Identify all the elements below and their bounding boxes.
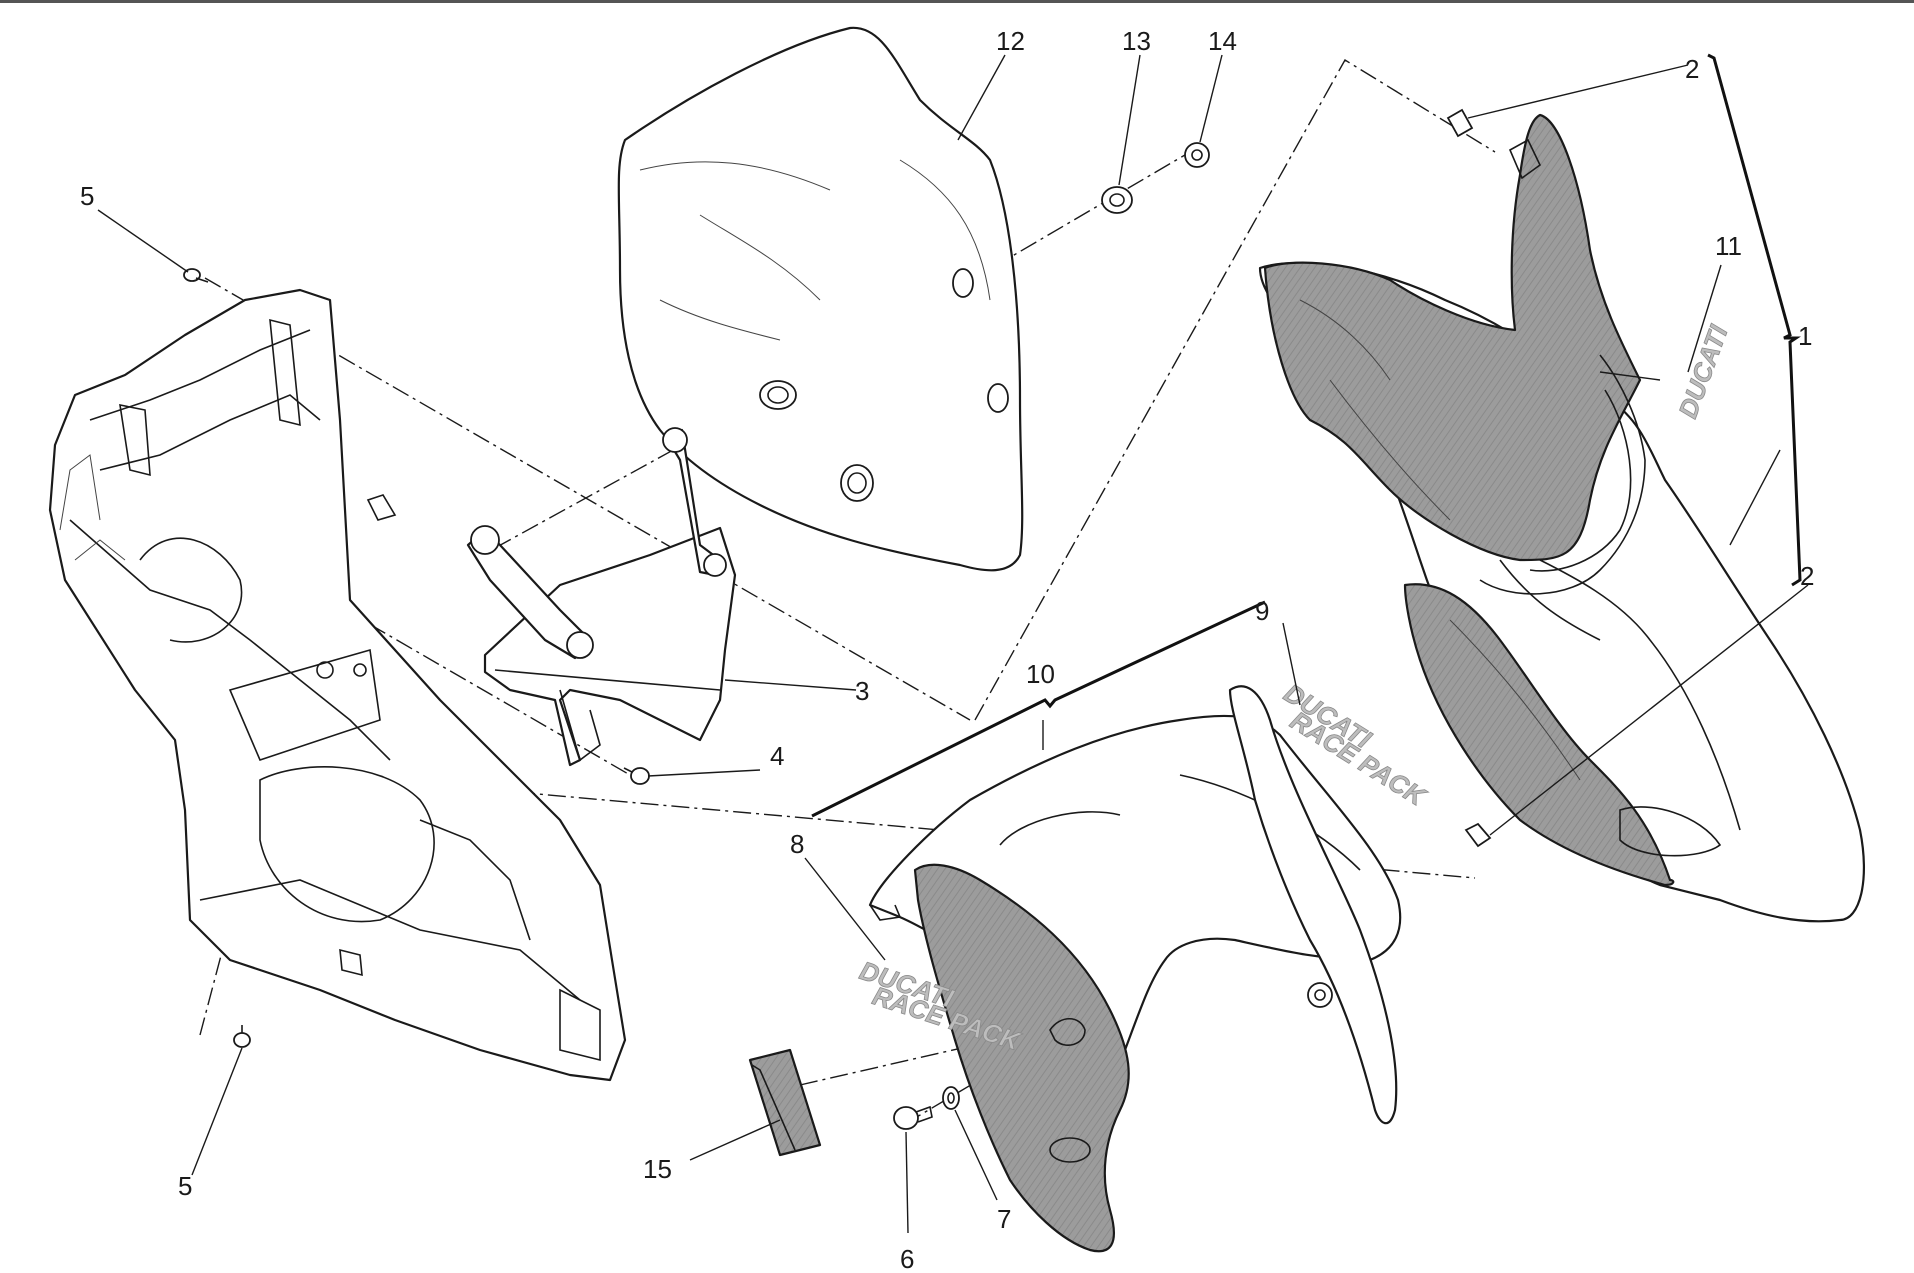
callout-11: 11 (1715, 231, 1742, 261)
callout-15: 15 (643, 1154, 672, 1184)
screw-part-5b (233, 1025, 251, 1048)
washer-part-14 (1184, 142, 1210, 168)
callout-12: 12 (996, 26, 1025, 56)
callout-2-top: 2 (1685, 54, 1699, 84)
callout-2-right: 2 (1800, 561, 1814, 591)
windscreen-bracket-part (466, 427, 737, 767)
headlight-frame-part (48, 288, 627, 1082)
top-border (0, 0, 1914, 3)
callout-14: 14 (1208, 26, 1237, 56)
callout-3: 3 (855, 676, 869, 706)
leader-lines (97, 54, 1809, 1234)
windscreen-part (617, 26, 1024, 572)
callout-13: 13 (1122, 26, 1151, 56)
small-hardware (183, 142, 1210, 1130)
callout-labels: 1 2 2 3 4 5 5 6 7 8 9 10 11 12 13 14 15 (80, 26, 1814, 1273)
assembly-bracket-10 (811, 600, 1266, 818)
callout-5-top: 5 (80, 181, 94, 211)
assembly-bracket-1 (1707, 53, 1802, 587)
headlight-fairing-part (1258, 108, 1866, 923)
washer-part-7 (942, 1086, 960, 1110)
callout-5-bottom: 5 (178, 1171, 192, 1201)
decal-headlight: DUCATI (1672, 320, 1734, 422)
grommet-part-13 (1101, 186, 1133, 214)
callout-1: 1 (1798, 321, 1812, 351)
fender-side-panel-part (913, 863, 1130, 1253)
front-fender-part (868, 685, 1402, 1125)
callout-10: 10 (1026, 659, 1055, 689)
callout-4: 4 (770, 741, 784, 771)
callout-6: 6 (900, 1244, 914, 1273)
svg-text:DUCATI: DUCATI (1672, 321, 1733, 422)
callout-7: 7 (997, 1204, 1011, 1234)
callout-9: 9 (1255, 596, 1269, 626)
screw-part-6 (893, 1105, 933, 1130)
callout-8: 8 (790, 829, 804, 859)
screw-part-4 (623, 767, 650, 785)
reflector-part (748, 1048, 822, 1157)
